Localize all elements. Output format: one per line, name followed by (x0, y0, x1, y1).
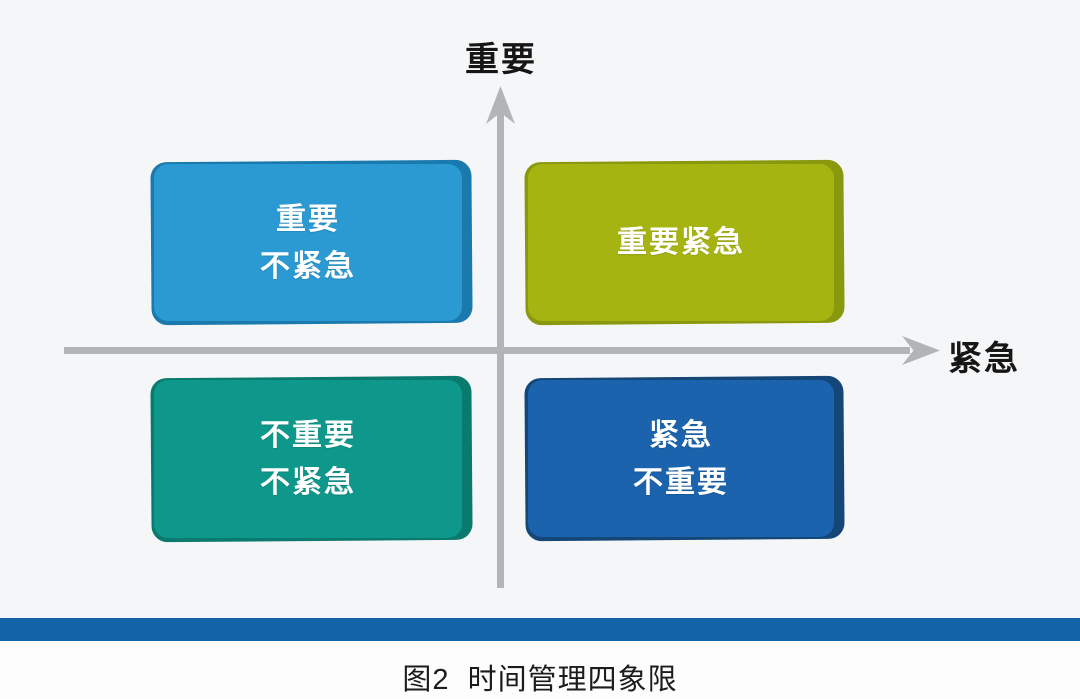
y-axis-label: 重要 (465, 41, 537, 79)
quadrant-important-not-urgent: 重要 不紧急 (150, 159, 473, 326)
caption-area (0, 641, 1080, 699)
card-face: 不重要 不紧急 (154, 380, 462, 538)
footer-divider-bar (0, 618, 1080, 641)
x-axis-arrowhead-icon (902, 336, 940, 365)
quadrant-important-urgent: 重要紧急 (524, 159, 845, 326)
figure-caption: 图2 时间管理四象限 (402, 664, 678, 696)
quadrant-label: 紧急 不重要 (633, 418, 729, 499)
quadrant-label: 不重要 不紧急 (260, 419, 356, 499)
quadrant-not-important-not-urgent: 不重要 不紧急 (150, 375, 473, 543)
card-face: 重要 不紧急 (154, 164, 462, 321)
quadrant-label: 重要紧急 (617, 226, 745, 259)
quadrant-label: 重要 不紧急 (260, 202, 356, 283)
card-face: 紧急 不重要 (528, 380, 834, 537)
x-axis-label: 紧急 (948, 340, 1020, 378)
card-face: 重要紧急 (528, 164, 834, 321)
y-axis-arrowhead-icon (486, 86, 515, 124)
quadrant-urgent-not-important: 紧急 不重要 (524, 375, 845, 542)
